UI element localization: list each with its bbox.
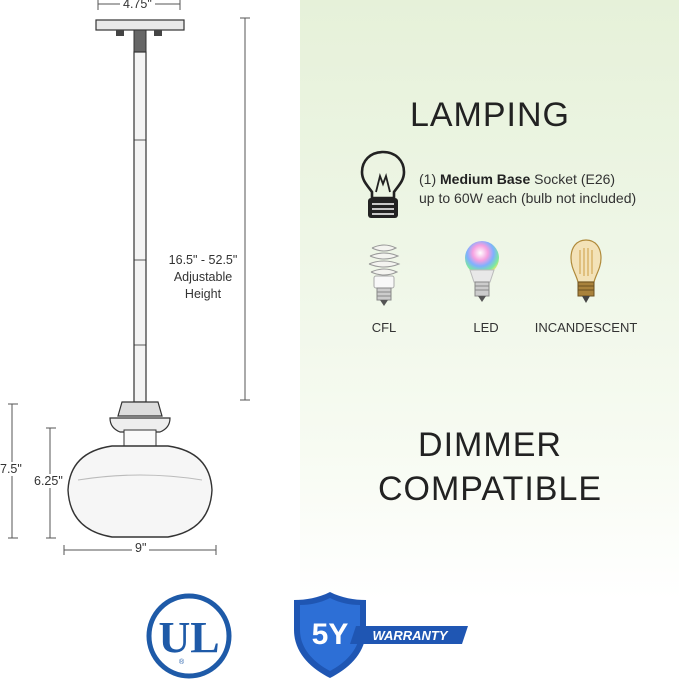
shade-height-label: 6.25" — [34, 474, 63, 488]
medium-base-text: Medium Base — [440, 171, 531, 187]
dimmer-word: DIMMER — [418, 426, 562, 464]
ul-certification-logo: UL ® — [146, 593, 232, 679]
socket-prefix-text: (1) — [419, 171, 440, 187]
svg-text:®: ® — [179, 658, 185, 666]
compatible-word: COMPATIBLE — [377, 470, 603, 508]
cfl-label: CFL — [371, 320, 397, 335]
warranty-word-text: WARRANTY — [372, 628, 448, 643]
incandescent-bulb-icon — [570, 239, 602, 303]
shade-total-height-label: 7.5" — [0, 462, 22, 476]
cfl-bulb-icon — [368, 244, 401, 306]
shade-width-label: 9" — [132, 541, 150, 555]
height-range-value: 16.5" - 52.5" — [168, 253, 238, 267]
canopy-width-label: 4.75" — [120, 0, 155, 11]
lamping-title: LAMPING — [409, 96, 571, 134]
socket-suffix-text: Socket (E26) — [530, 171, 616, 187]
led-label: LED — [473, 320, 499, 335]
height-word-text: Height — [184, 287, 222, 301]
lightbulb-socket-icon — [360, 150, 406, 218]
green-background-panel — [300, 0, 679, 600]
height-adjustable-text: Adjustable — [173, 270, 233, 284]
warranty-badge: 5Y WARRANTY — [294, 592, 468, 678]
incandescent-label: INCANDESCENT — [534, 320, 638, 335]
dimmer-compatible-text: DIMMER COMPATIBLE — [320, 423, 660, 511]
ul-logo-text: UL — [158, 613, 219, 662]
warranty-years-text: 5Y — [312, 618, 349, 651]
lamping-wattage-line: up to 60W each (bulb not included) — [419, 190, 637, 206]
lamping-socket-line: (1) Medium Base Socket (E26) — [419, 171, 615, 187]
height-range-label: 16.5" - 52.5" Adjustable Height — [162, 252, 244, 303]
led-bulb-icon — [465, 241, 499, 302]
